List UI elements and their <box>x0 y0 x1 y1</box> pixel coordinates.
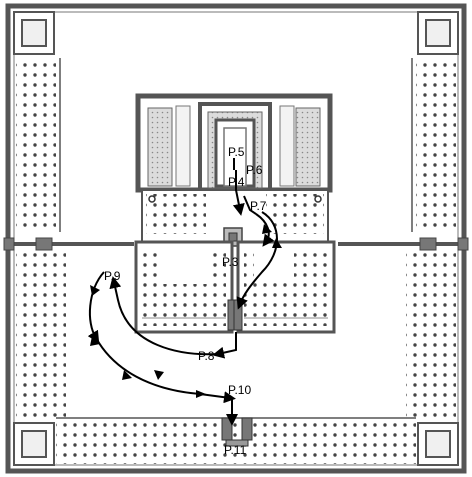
label-p3: P.3 <box>222 255 239 269</box>
corner-rooms <box>13 11 459 466</box>
arrowhead-icon <box>262 224 272 234</box>
sanctuary <box>135 93 333 193</box>
path-court-p8 <box>212 332 237 359</box>
outer-wall <box>5 3 467 474</box>
label-p9: P.9 <box>104 269 121 283</box>
label-p11: P.11 <box>224 443 247 457</box>
cross-wall-towers <box>3 237 469 251</box>
label-p6: P.6 <box>246 163 263 177</box>
label-p7: P.7 <box>250 199 267 213</box>
label-p5: P.5 <box>228 145 245 159</box>
arrowhead-icon <box>90 336 100 346</box>
colonnade-west-lower <box>16 250 66 420</box>
colonnade-east-upper <box>411 58 456 232</box>
path-p6-p7 <box>243 195 257 215</box>
label-p4: P.4 <box>228 175 245 189</box>
path-p4-p6 <box>232 170 245 216</box>
hypostyle-east <box>236 240 336 334</box>
arrowhead-icon <box>122 370 132 380</box>
procession-path <box>87 158 278 426</box>
arrowhead-icon <box>154 370 164 380</box>
path-p7-court <box>236 211 278 310</box>
label-p10: P.10 <box>228 383 251 397</box>
inner-court <box>141 189 329 243</box>
path-p8-p9 <box>109 276 219 356</box>
arrowhead-icon <box>272 238 282 248</box>
path-markers <box>90 224 282 398</box>
colonnade-east-lower <box>406 250 456 420</box>
colonnade-west-upper <box>16 58 61 232</box>
label-p8: P.8 <box>198 349 215 363</box>
path-west-p10 <box>95 337 236 404</box>
hypostyle-west <box>134 240 234 334</box>
path-p9-west <box>87 271 105 344</box>
arrowhead-icon <box>196 390 206 398</box>
court-gate <box>227 299 243 331</box>
arrowhead-icon <box>90 285 100 296</box>
